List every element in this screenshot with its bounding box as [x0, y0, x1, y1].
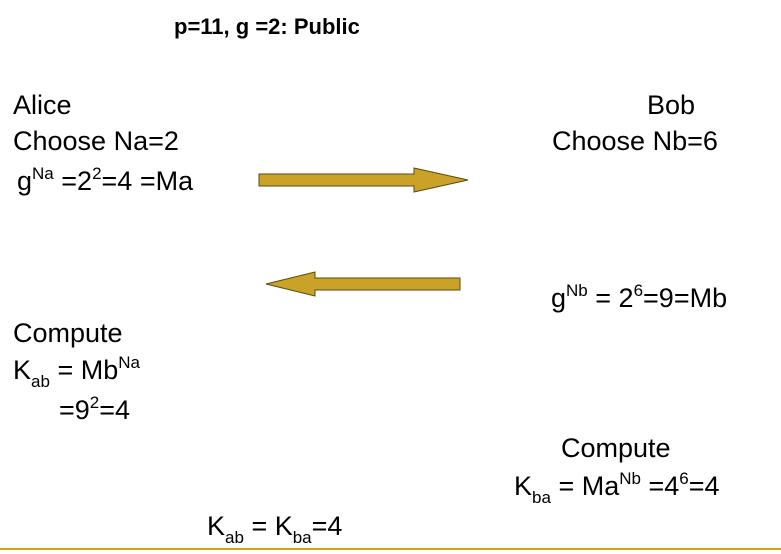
- bob-exp-mid: = 2: [587, 283, 634, 313]
- alice-two-exponent: 2: [92, 164, 102, 183]
- bob-exp-tail: =9=Mb: [643, 283, 728, 313]
- bob-name: Bob: [647, 90, 696, 120]
- bob-six-exponent: 6: [633, 281, 644, 300]
- result-eq: = K: [243, 511, 293, 541]
- alice-g: g: [17, 166, 33, 196]
- alice-k-subscript: ab: [31, 372, 50, 391]
- alice-k-eq: = Mb: [49, 355, 119, 385]
- alice-exponent-line: gNa =22=4 =Ma: [17, 165, 194, 196]
- shared-key-result: Kab = Kba=4: [207, 511, 343, 547]
- bob-compute-label: Compute: [561, 433, 671, 463]
- arrow-left-bob-to-alice: [265, 271, 461, 297]
- bob-k-superscript: Nb: [619, 469, 641, 488]
- arrow-right-alice-to-bob: [258, 167, 469, 193]
- result-k1-subscript: ab: [225, 528, 244, 547]
- alice-name: Alice: [13, 90, 72, 120]
- bob-k-eq: = Ma: [550, 471, 620, 501]
- bob-choose-nb: Choose Nb=6: [552, 126, 718, 156]
- alice-exp-tail: =4 =Ma: [101, 166, 194, 196]
- bob-exponent-line: gNb = 26=9=Mb: [551, 282, 728, 313]
- alice-kab-result: =92=4: [59, 394, 131, 425]
- result-k2-subscript: ba: [292, 528, 312, 547]
- result-tail: =4: [311, 511, 343, 541]
- bob-kba-formula: Kba = MaNb =46=4: [514, 470, 720, 506]
- alice-k: K: [13, 355, 32, 385]
- bob-k-six: 6: [679, 469, 689, 488]
- bob-nb-exponent: Nb: [566, 281, 588, 300]
- alice-result-superscript: 2: [89, 393, 100, 412]
- public-parameters-header: p=11, g =2: Public: [174, 14, 360, 39]
- result-k1: K: [207, 511, 226, 541]
- alice-exp-mid: =2: [53, 166, 93, 196]
- arrow-right-shape: [258, 167, 469, 193]
- alice-choose-na: Choose Na=2: [13, 126, 179, 156]
- alice-result-a: =9: [59, 395, 90, 425]
- alice-compute-label: Compute: [13, 318, 123, 348]
- bob-k-tail: =4: [688, 471, 720, 501]
- bob-k-subscript: ba: [532, 488, 551, 507]
- alice-kab-formula: Kab = MbNa: [13, 354, 140, 390]
- bottom-divider: [0, 548, 781, 550]
- bob-k-mid: =4: [640, 471, 680, 501]
- alice-result-b: =4: [99, 395, 131, 425]
- alice-na-exponent: Na: [32, 164, 54, 183]
- bob-g: g: [551, 283, 567, 313]
- alice-k-superscript: Na: [118, 353, 140, 372]
- arrow-left-shape: [265, 271, 461, 297]
- bob-k: K: [514, 471, 533, 501]
